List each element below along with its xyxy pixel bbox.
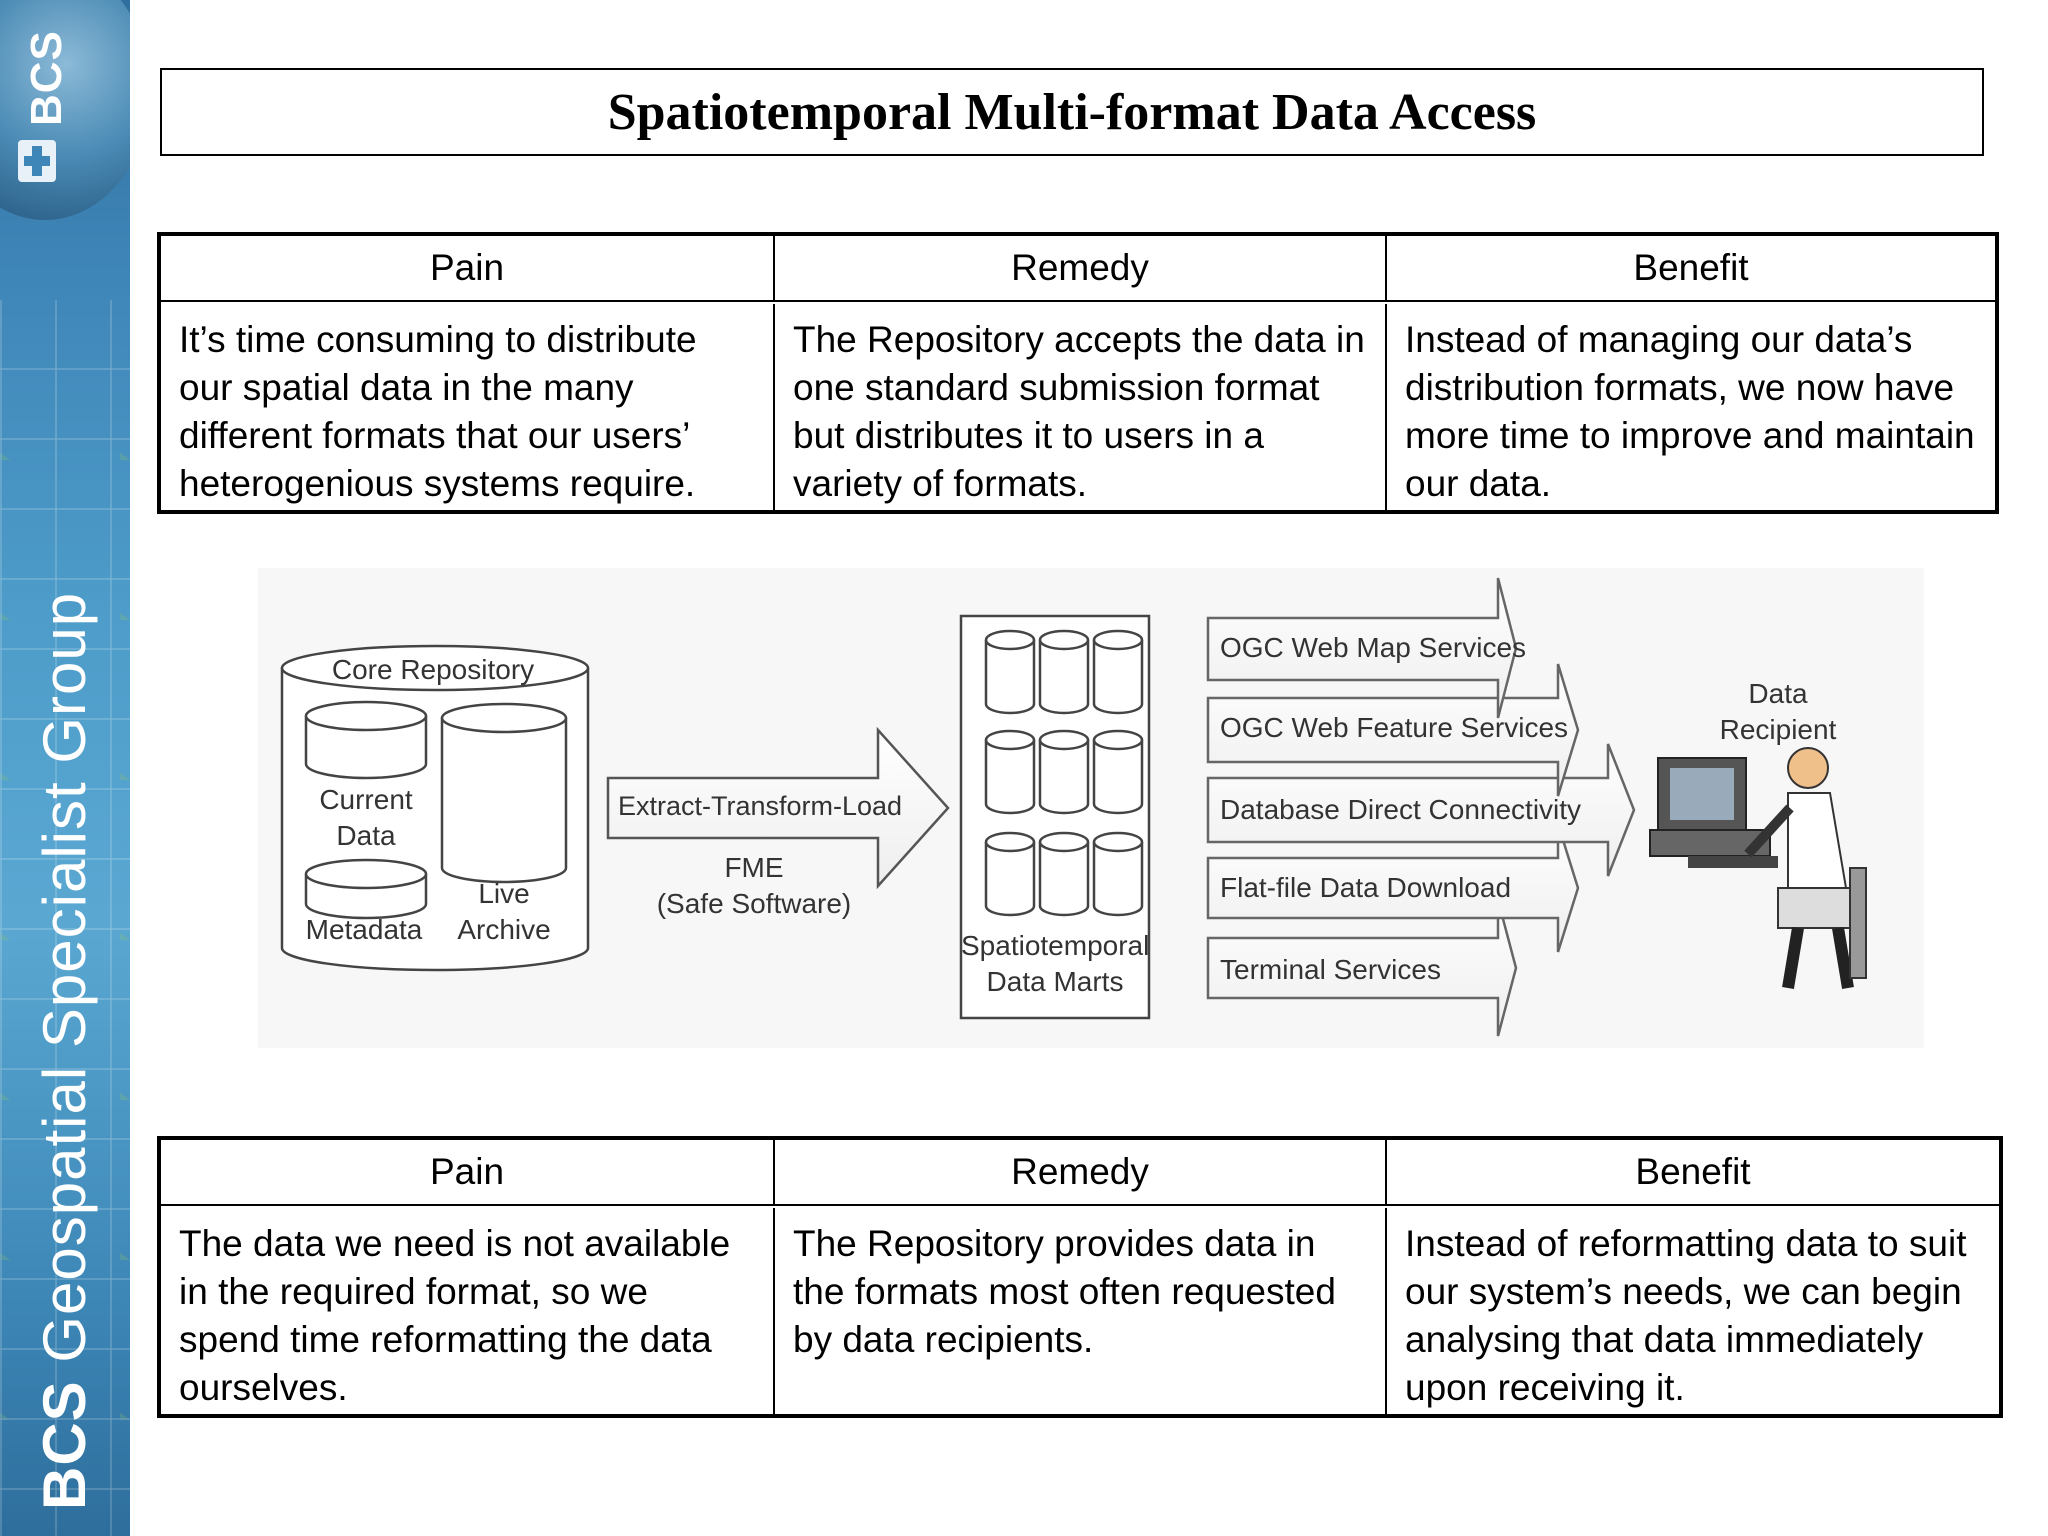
service-label-terminal: Terminal Services xyxy=(1220,954,1441,985)
cell-remedy: The Repository accepts the data in one s… xyxy=(773,304,1385,510)
cell-remedy: The Repository provides data in the form… xyxy=(773,1208,1385,1414)
group-name-vertical: BCS Geospatial Specialist Group xyxy=(30,592,99,1510)
live-archive-line1: Live xyxy=(478,878,530,909)
brand-sidebar: BCS BCS Geospatial Specialist Group xyxy=(0,0,130,1536)
header-remedy: Remedy xyxy=(773,236,1385,302)
data-mart-cylinders xyxy=(984,629,1144,917)
current-data-line2: Data xyxy=(336,820,396,851)
header-benefit: Benefit xyxy=(1385,236,1995,302)
arrow-map-services xyxy=(1206,899,1518,1037)
live-archive-cylinder xyxy=(440,702,568,884)
group-name-prefix: BCS xyxy=(31,1380,98,1510)
bcs-logo-icon xyxy=(18,140,56,182)
group-name-text: Geospatial Specialist Group xyxy=(31,591,98,1363)
page-title: Spatiotemporal Multi-format Data Access xyxy=(607,83,1537,141)
cell-pain: The data we need is not available in the… xyxy=(179,1223,731,1408)
diagram-graphics xyxy=(258,568,1924,1048)
current-data-label: Current Data xyxy=(306,782,426,854)
current-data-cylinder xyxy=(304,700,428,780)
recipient-line2: Recipient xyxy=(1719,714,1837,745)
arrow-feature-services xyxy=(1206,663,1580,797)
globe-graphic xyxy=(0,0,130,220)
pain-remedy-benefit-table-bottom: Pain Remedy Benefit The data we need is … xyxy=(157,1136,2003,1418)
cell-pain: It’s time consuming to distribute our sp… xyxy=(179,319,697,504)
map-background xyxy=(0,300,130,1536)
header-pain: Pain xyxy=(161,236,773,302)
service-label-wfs: OGC Web Feature Services xyxy=(1220,712,1569,743)
service-label-flatfile: Flat-file Data Download xyxy=(1220,872,1512,903)
core-repository-label: Core Repository xyxy=(331,654,535,685)
arrow-database xyxy=(1206,743,1636,877)
data-marts-label: Spatiotemporal Data Marts xyxy=(961,928,1149,1000)
arrow-flat-file xyxy=(1206,823,1580,953)
data-marts-line1: Spatiotemporal xyxy=(961,930,1150,961)
pain-remedy-benefit-table-top: Pain Remedy Benefit It’s time consuming … xyxy=(157,232,1999,514)
metadata-cylinder xyxy=(304,858,428,920)
cell-benefit: Instead of reformatting data to suit our… xyxy=(1385,1208,1999,1414)
metadata-label: Metadata xyxy=(305,914,423,945)
safe-software-line: (Safe Software) xyxy=(656,888,852,919)
arrow-map xyxy=(1206,577,1518,719)
service-arrows xyxy=(1206,577,1636,1037)
title-box: Spatiotemporal Multi-format Data Access xyxy=(160,68,1984,156)
header-remedy: Remedy xyxy=(773,1140,1385,1206)
recipient-line1: Data xyxy=(1748,678,1808,709)
etl-label: Extract-Transform-Load xyxy=(617,791,903,821)
recipient-illustration xyxy=(1649,747,1867,989)
fme-line: FME xyxy=(724,852,784,883)
bcs-logo-text: BCS xyxy=(22,30,71,126)
header-benefit: Benefit xyxy=(1385,1140,1999,1206)
architecture-diagram: Core Repository Current Data Metadata Li… xyxy=(258,568,1924,1048)
live-archive-line2: Archive xyxy=(457,914,551,945)
service-label-database: Database Direct Connectivity xyxy=(1220,794,1582,825)
header-pain: Pain xyxy=(161,1140,773,1206)
fme-label: FME (Safe Software) xyxy=(654,850,854,922)
data-marts-line2: Data Marts xyxy=(986,966,1124,997)
recipient-label: Data Recipient xyxy=(1718,676,1838,748)
bcs-logo: BCS xyxy=(8,10,71,200)
current-data-line1: Current xyxy=(319,784,413,815)
cell-benefit: Instead of managing our data’s distribut… xyxy=(1385,304,1995,510)
etl-arrow xyxy=(606,726,950,890)
live-archive-label: Live Archive xyxy=(444,876,564,948)
service-label-wms: OGC Web Map Services xyxy=(1220,632,1527,663)
